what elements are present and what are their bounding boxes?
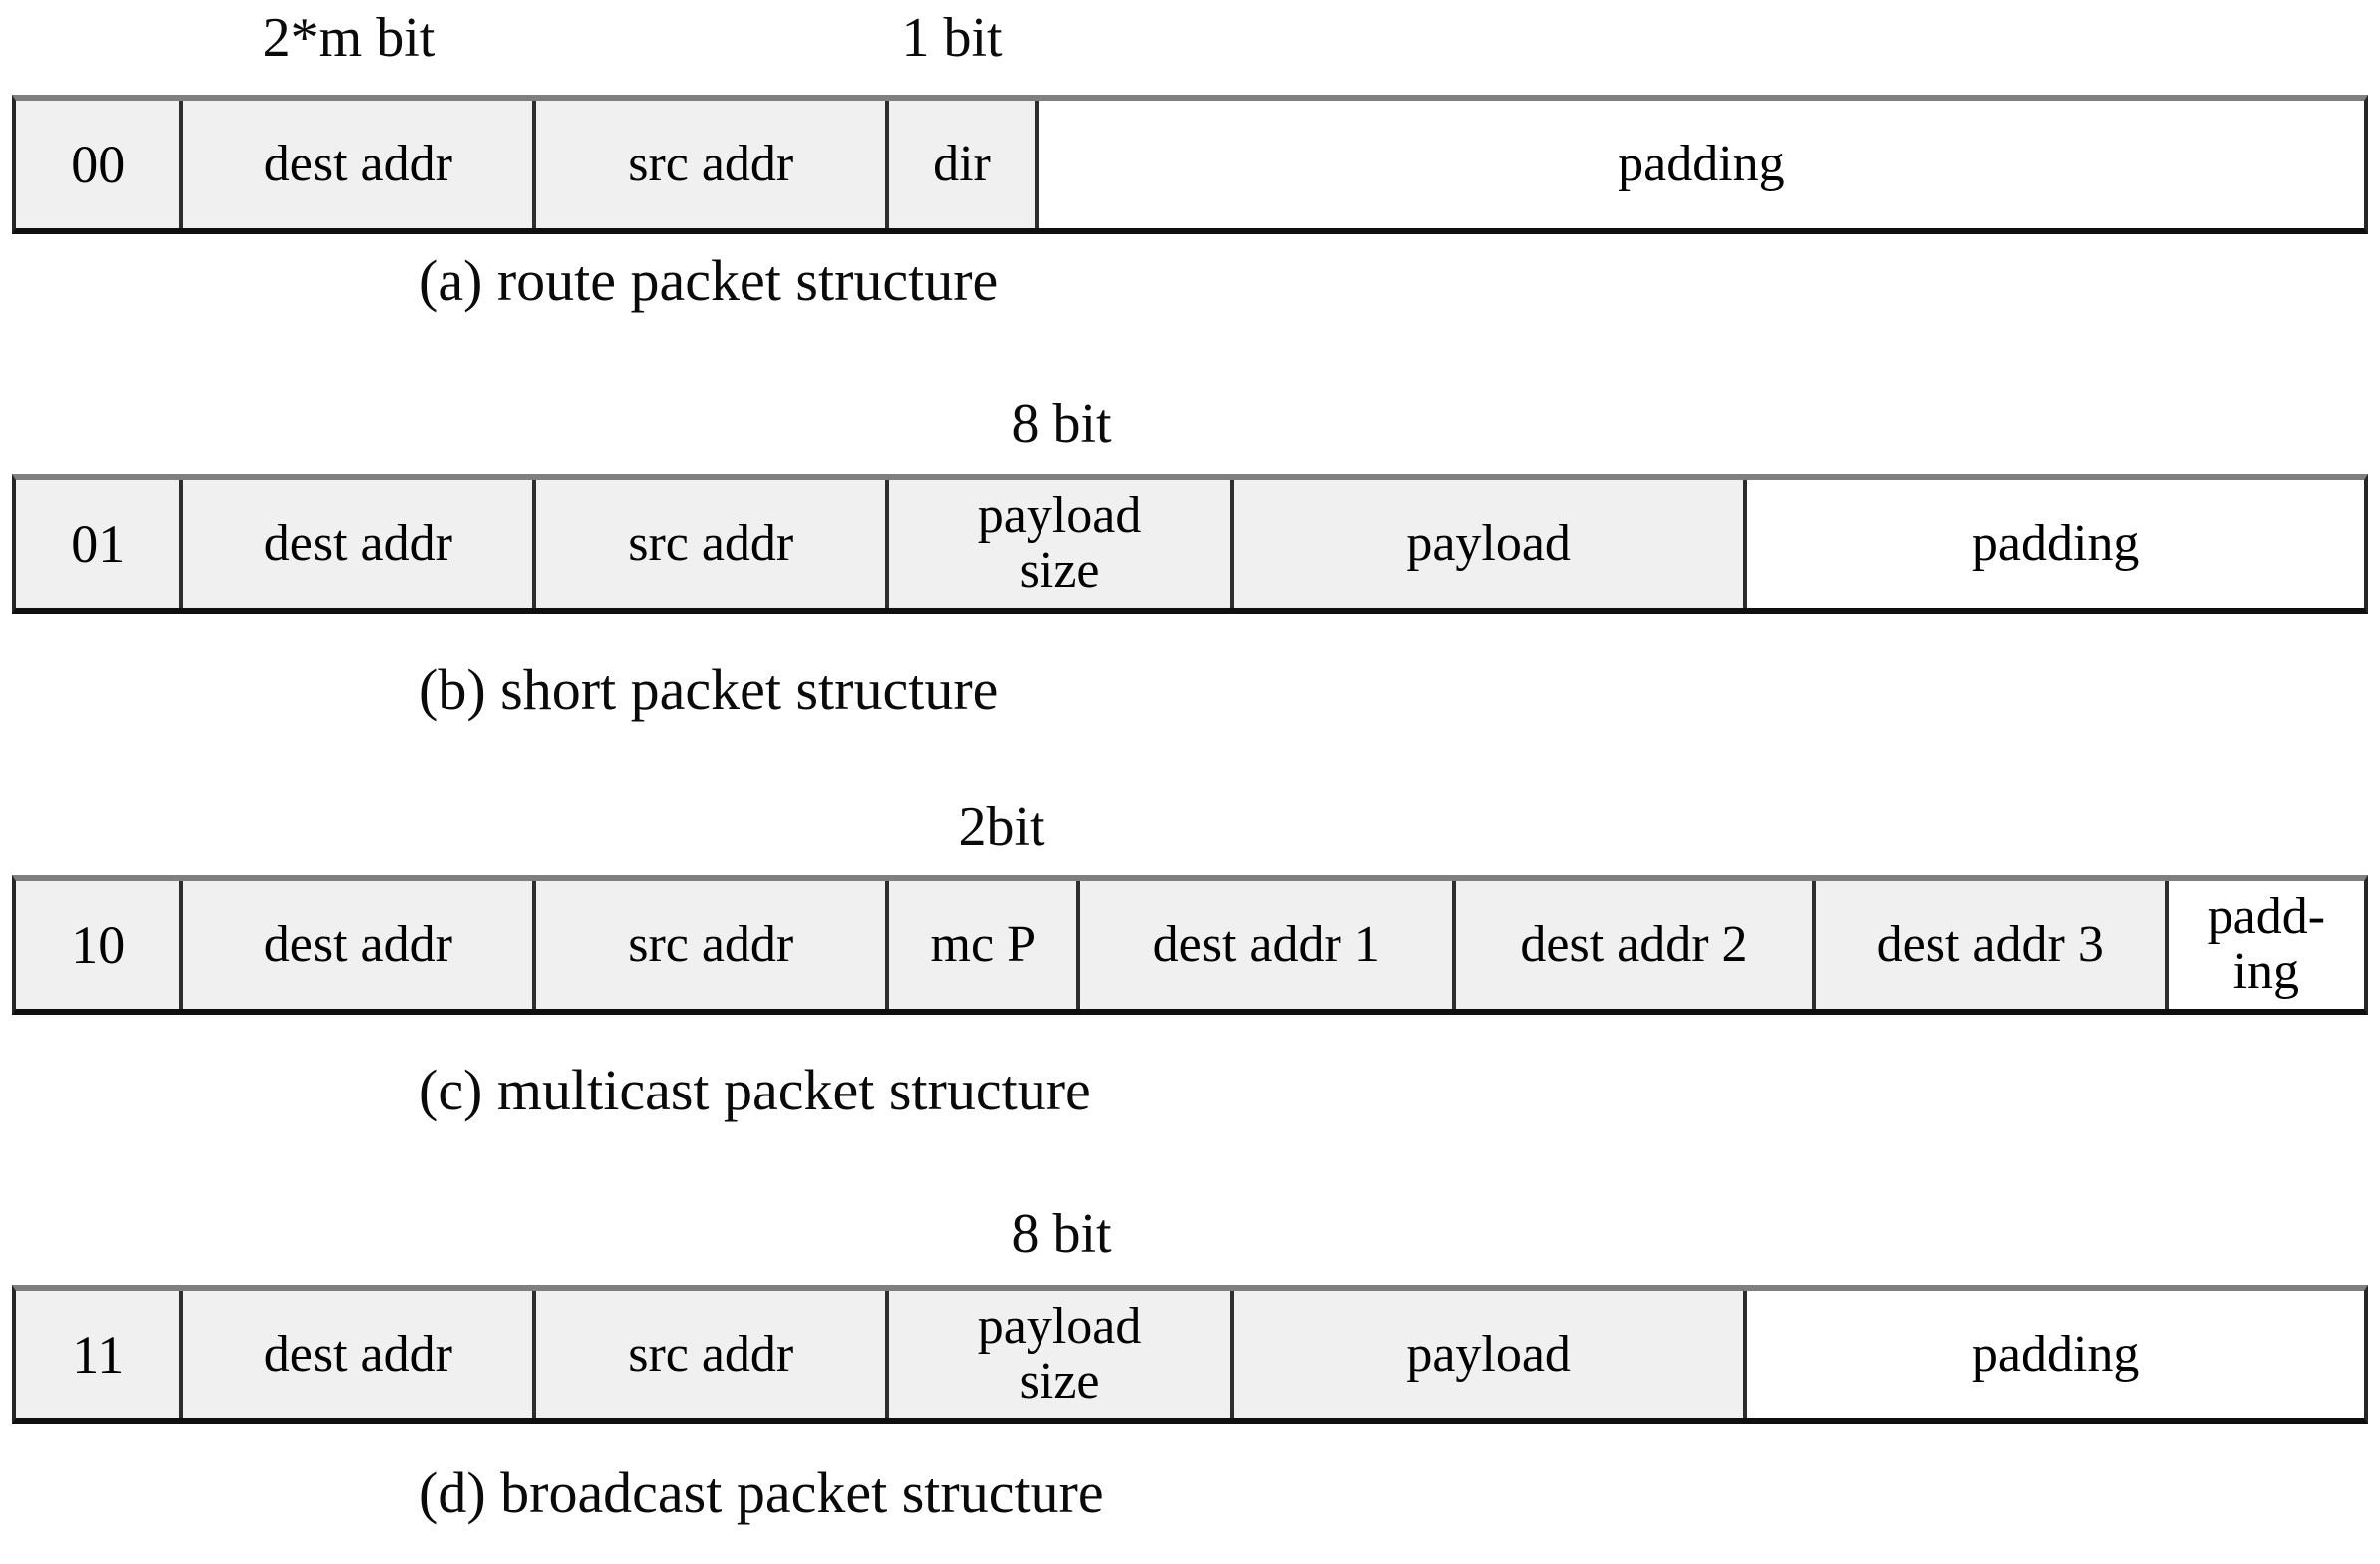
field-dest-addr: dest addr <box>179 881 533 1009</box>
bit-width-label-8-bit: 8 bit <box>1011 1203 1112 1265</box>
field-payload-size: payload size <box>885 1291 1231 1418</box>
field-padding: padding <box>1743 480 2364 608</box>
caption-short-packet: (b) short packet structure <box>419 657 999 722</box>
field-payload: payload <box>1230 1291 1744 1418</box>
field-src-addr: src addr <box>532 1291 886 1418</box>
field-dest-addr-3: dest addr 3 <box>1811 881 2165 1009</box>
caption-route-packet: (a) route packet structure <box>419 248 999 313</box>
bit-width-label-2m-bit: 2*m bit <box>262 7 436 69</box>
short-packet-table: 01 dest addr src addr payload size paylo… <box>12 474 2368 614</box>
field-type-code: 11 <box>16 1291 180 1418</box>
field-padding: padd- ing <box>2164 881 2364 1009</box>
field-payload-size-line2: size <box>1019 1353 1100 1409</box>
field-padding-line1: padd- <box>2207 888 2326 946</box>
field-padding-line2: ing <box>2232 943 2300 1000</box>
field-padding: padding <box>1743 1291 2364 1418</box>
field-payload: payload <box>1230 480 1744 608</box>
field-mc-p: mc P <box>885 881 1077 1009</box>
field-dest-addr: dest addr <box>179 1291 533 1418</box>
field-src-addr: src addr <box>532 101 886 228</box>
field-dir: dir <box>885 101 1035 228</box>
field-type-code: 01 <box>16 480 180 608</box>
field-payload-size-line1: payload <box>977 487 1142 545</box>
field-src-addr: src addr <box>532 881 886 1009</box>
field-dest-addr-2: dest addr 2 <box>1452 881 1812 1009</box>
field-type-code: 10 <box>16 881 180 1009</box>
bit-width-label-8-bit: 8 bit <box>1011 393 1112 455</box>
field-payload-size-line1: payload <box>977 1298 1142 1356</box>
field-src-addr: src addr <box>532 480 886 608</box>
field-payload-size: payload size <box>885 480 1231 608</box>
field-type-code: 00 <box>16 101 180 228</box>
field-padding: padding <box>1034 101 2364 228</box>
field-dest-addr: dest addr <box>179 101 533 228</box>
field-dest-addr: dest addr <box>179 480 533 608</box>
bit-width-label-1-bit: 1 bit <box>901 7 1003 69</box>
caption-multicast-packet: (c) multicast packet structure <box>419 1058 1091 1122</box>
bit-width-label-2-bit: 2bit <box>958 796 1045 858</box>
route-packet-table: 00 dest addr src addr dir padding <box>12 95 2368 234</box>
multicast-packet-table: 10 dest addr src addr mc P dest addr 1 d… <box>12 875 2368 1015</box>
caption-broadcast-packet: (d) broadcast packet structure <box>419 1460 1104 1525</box>
field-payload-size-line2: size <box>1019 542 1100 599</box>
field-dest-addr-1: dest addr 1 <box>1076 881 1453 1009</box>
broadcast-packet-table: 11 dest addr src addr payload size paylo… <box>12 1285 2368 1424</box>
